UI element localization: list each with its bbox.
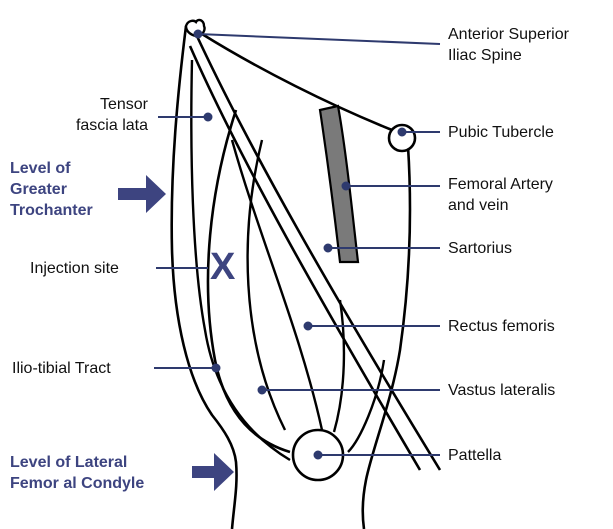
vastus-leader-dot bbox=[259, 387, 266, 394]
vastus-lateralis-label: Vastus lateralis bbox=[448, 380, 555, 401]
iliotibial-tract-label: Ilio-tibial Tract bbox=[12, 358, 111, 379]
asis-leader-dot bbox=[195, 31, 202, 38]
pubic-leader-dot bbox=[399, 129, 406, 136]
tensor-leader-dot bbox=[205, 114, 212, 121]
asis-label: Anterior Superior Iliac Spine bbox=[448, 24, 569, 66]
patella-leader-dot bbox=[315, 452, 322, 459]
tensor-fascia-lata-label: Tensor fascia lata bbox=[76, 94, 148, 136]
greater-trochanter-line3: Trochanter bbox=[10, 200, 93, 221]
injection-site-marker: X bbox=[210, 248, 235, 286]
greater-trochanter-level-label: Level of Greater Trochanter bbox=[10, 158, 93, 221]
sartorius-leader-dot bbox=[325, 245, 332, 252]
greater-trochanter-line2: Greater bbox=[10, 179, 93, 200]
greater-trochanter-arrow-icon bbox=[118, 175, 166, 213]
tensor-label-line2: fascia lata bbox=[76, 115, 148, 136]
greater-trochanter-line1: Level of bbox=[10, 158, 93, 179]
femoral-label-line2: and vein bbox=[448, 195, 553, 216]
tensor-label-line1: Tensor bbox=[76, 94, 148, 115]
rectus-leader-dot bbox=[305, 323, 312, 330]
femoral-label-line1: Femoral Artery bbox=[448, 174, 553, 195]
iliotibial-leader-dot bbox=[213, 365, 220, 372]
rectus-femoris-label: Rectus femoris bbox=[448, 316, 555, 337]
patella-label: Pattella bbox=[448, 445, 501, 466]
pubic-tubercle-label: Pubic Tubercle bbox=[448, 122, 554, 143]
thigh-outline-medial bbox=[363, 146, 410, 529]
asis-label-line2: Iliac Spine bbox=[448, 45, 569, 66]
femoral-leader-dot bbox=[343, 183, 350, 190]
femoral-artery-band bbox=[320, 106, 358, 262]
lateral-condyle-line1: Level of Lateral bbox=[10, 452, 144, 473]
lateral-condyle-level-label: Level of Lateral Femor al Condyle bbox=[10, 452, 144, 494]
rectus-femoris-medial-edge bbox=[334, 300, 344, 432]
lateral-condyle-line2: Femor al Condyle bbox=[10, 473, 144, 494]
lateral-condyle-arrow-icon bbox=[192, 453, 234, 491]
inguinal-line bbox=[202, 34, 392, 130]
femoral-artery-label: Femoral Artery and vein bbox=[448, 174, 553, 216]
sartorius-label: Sartorius bbox=[448, 238, 512, 259]
asis-leader bbox=[198, 34, 440, 44]
rectus-femoris-edge bbox=[232, 140, 322, 430]
injection-site-label: Injection site bbox=[30, 258, 119, 279]
asis-label-line1: Anterior Superior bbox=[448, 24, 569, 45]
